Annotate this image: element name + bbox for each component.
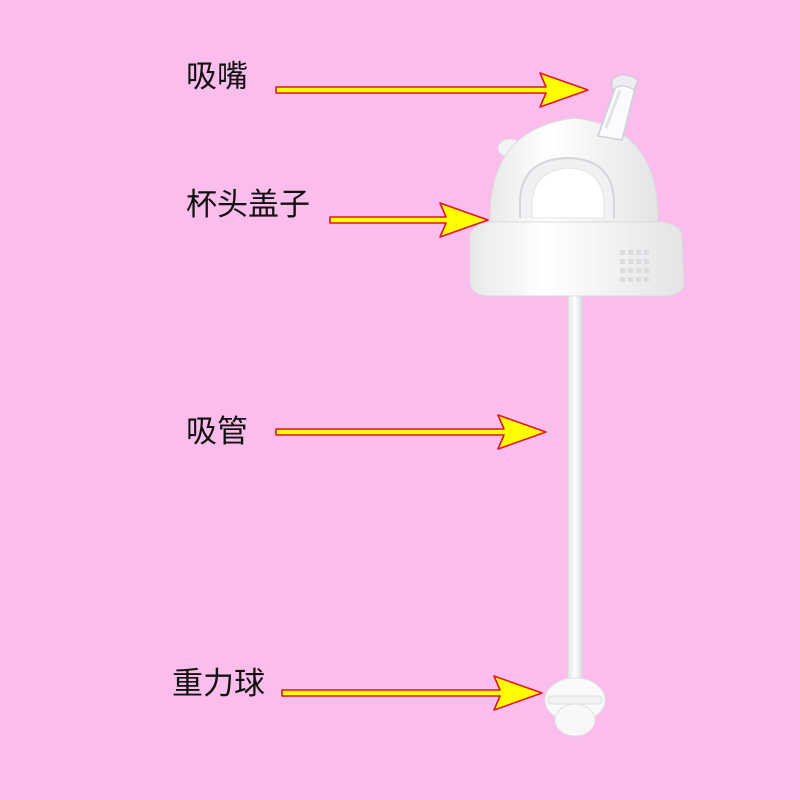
mouthpiece: [596, 74, 639, 141]
label-straw: 吸管: [186, 414, 248, 450]
arrow-to-cup-lid: [329, 202, 489, 238]
cup-lid: [469, 117, 685, 297]
arrow-to-weighted-ball: [281, 675, 543, 711]
label-weighted-ball: 重力球: [172, 666, 265, 702]
label-cup-lid: 杯头盖子: [186, 187, 310, 223]
arrow-to-mouthpiece: [275, 72, 589, 108]
weighted-ball: [544, 677, 606, 737]
label-mouthpiece: 吸嘴: [186, 59, 248, 95]
arrow-to-straw: [275, 414, 547, 450]
straw-tube: [567, 291, 583, 693]
